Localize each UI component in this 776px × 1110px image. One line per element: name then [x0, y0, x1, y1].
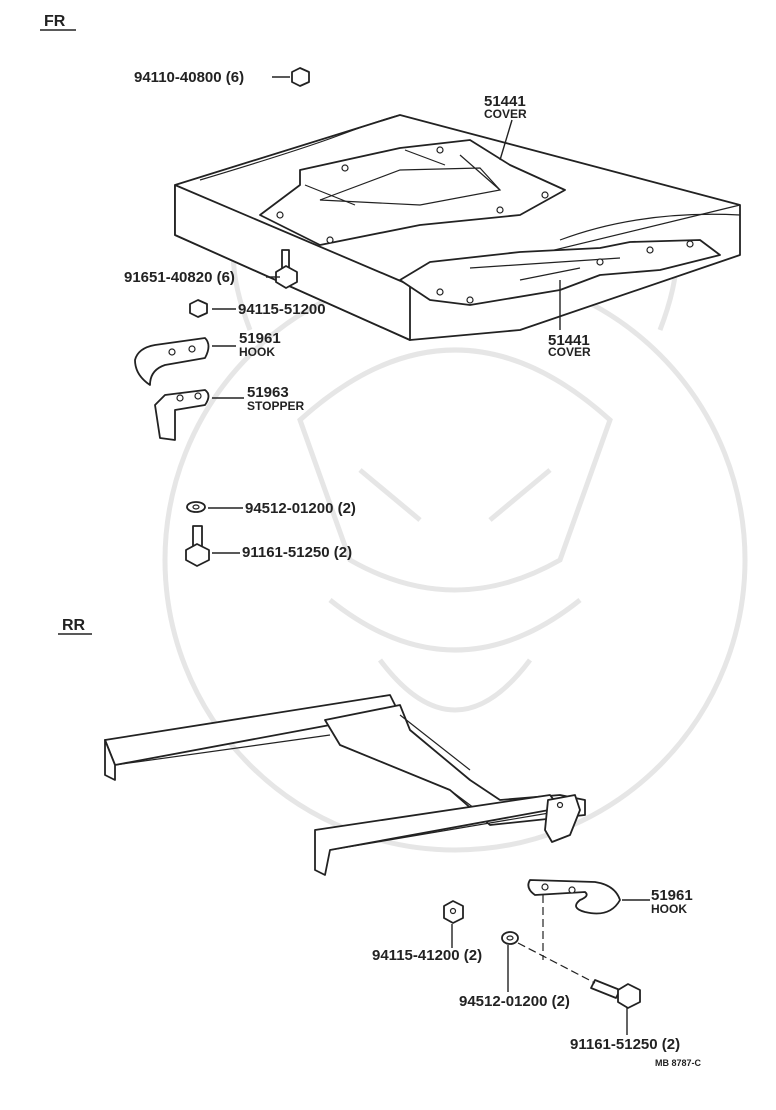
- rear-bracket: [544, 794, 581, 843]
- label-nut-top: 94110-40800 (6): [134, 69, 244, 86]
- label-washer: 94512-01200 (2): [245, 500, 356, 517]
- hex-nut-icon: [291, 67, 310, 87]
- label-cover-upper-number: 51441: [484, 93, 526, 110]
- rear-nut-icon: [443, 900, 464, 924]
- front-washer-icon: [186, 501, 206, 513]
- rear-frame-rail-right: [314, 794, 561, 876]
- label-rear-washer: 94512-01200 (2): [459, 993, 570, 1010]
- label-rear-bolt: 91161-51250 (2): [570, 1036, 680, 1053]
- rear-bolt-icon: [590, 979, 641, 1009]
- label-hook-number: 51961: [239, 330, 281, 347]
- flange-bolt-icon: [275, 249, 298, 289]
- front-stopper-part: [154, 389, 210, 441]
- label-cover-upper-name: COVER: [484, 107, 527, 121]
- label-rear-hook-name: HOOK: [651, 902, 687, 916]
- label-rear-nut: 94115-41200 (2): [372, 947, 482, 964]
- label-bolt-long: 91161-51250 (2): [242, 544, 352, 561]
- label-nut-small: 94115-51200: [238, 301, 326, 318]
- leader-cover-upper: [499, 119, 513, 161]
- label-stopper-name: STOPPER: [247, 399, 304, 413]
- label-rear-hook-number: 51961: [651, 887, 693, 904]
- label-cover-lower-name: COVER: [548, 345, 591, 359]
- front-cover-lower: [399, 239, 721, 306]
- front-bolt-icon: [185, 525, 210, 567]
- front-hook-part: [134, 337, 210, 386]
- label-cover-lower-number: 51441: [548, 332, 590, 349]
- section-rear-heading: RR: [62, 617, 86, 634]
- rear-hook-part: [527, 879, 621, 915]
- assembly-axis-diagonal: [517, 942, 596, 984]
- front-cover-upper: [259, 139, 566, 246]
- section-front-heading: FR: [44, 13, 66, 30]
- diagram-code: MB 8787-C: [655, 1058, 702, 1068]
- rear-washer-icon: [501, 931, 519, 945]
- label-bolt: 91651-40820 (6): [124, 269, 235, 286]
- small-nut-icon: [189, 299, 208, 318]
- label-hook-name: HOOK: [239, 345, 275, 359]
- label-stopper-number: 51963: [247, 384, 289, 401]
